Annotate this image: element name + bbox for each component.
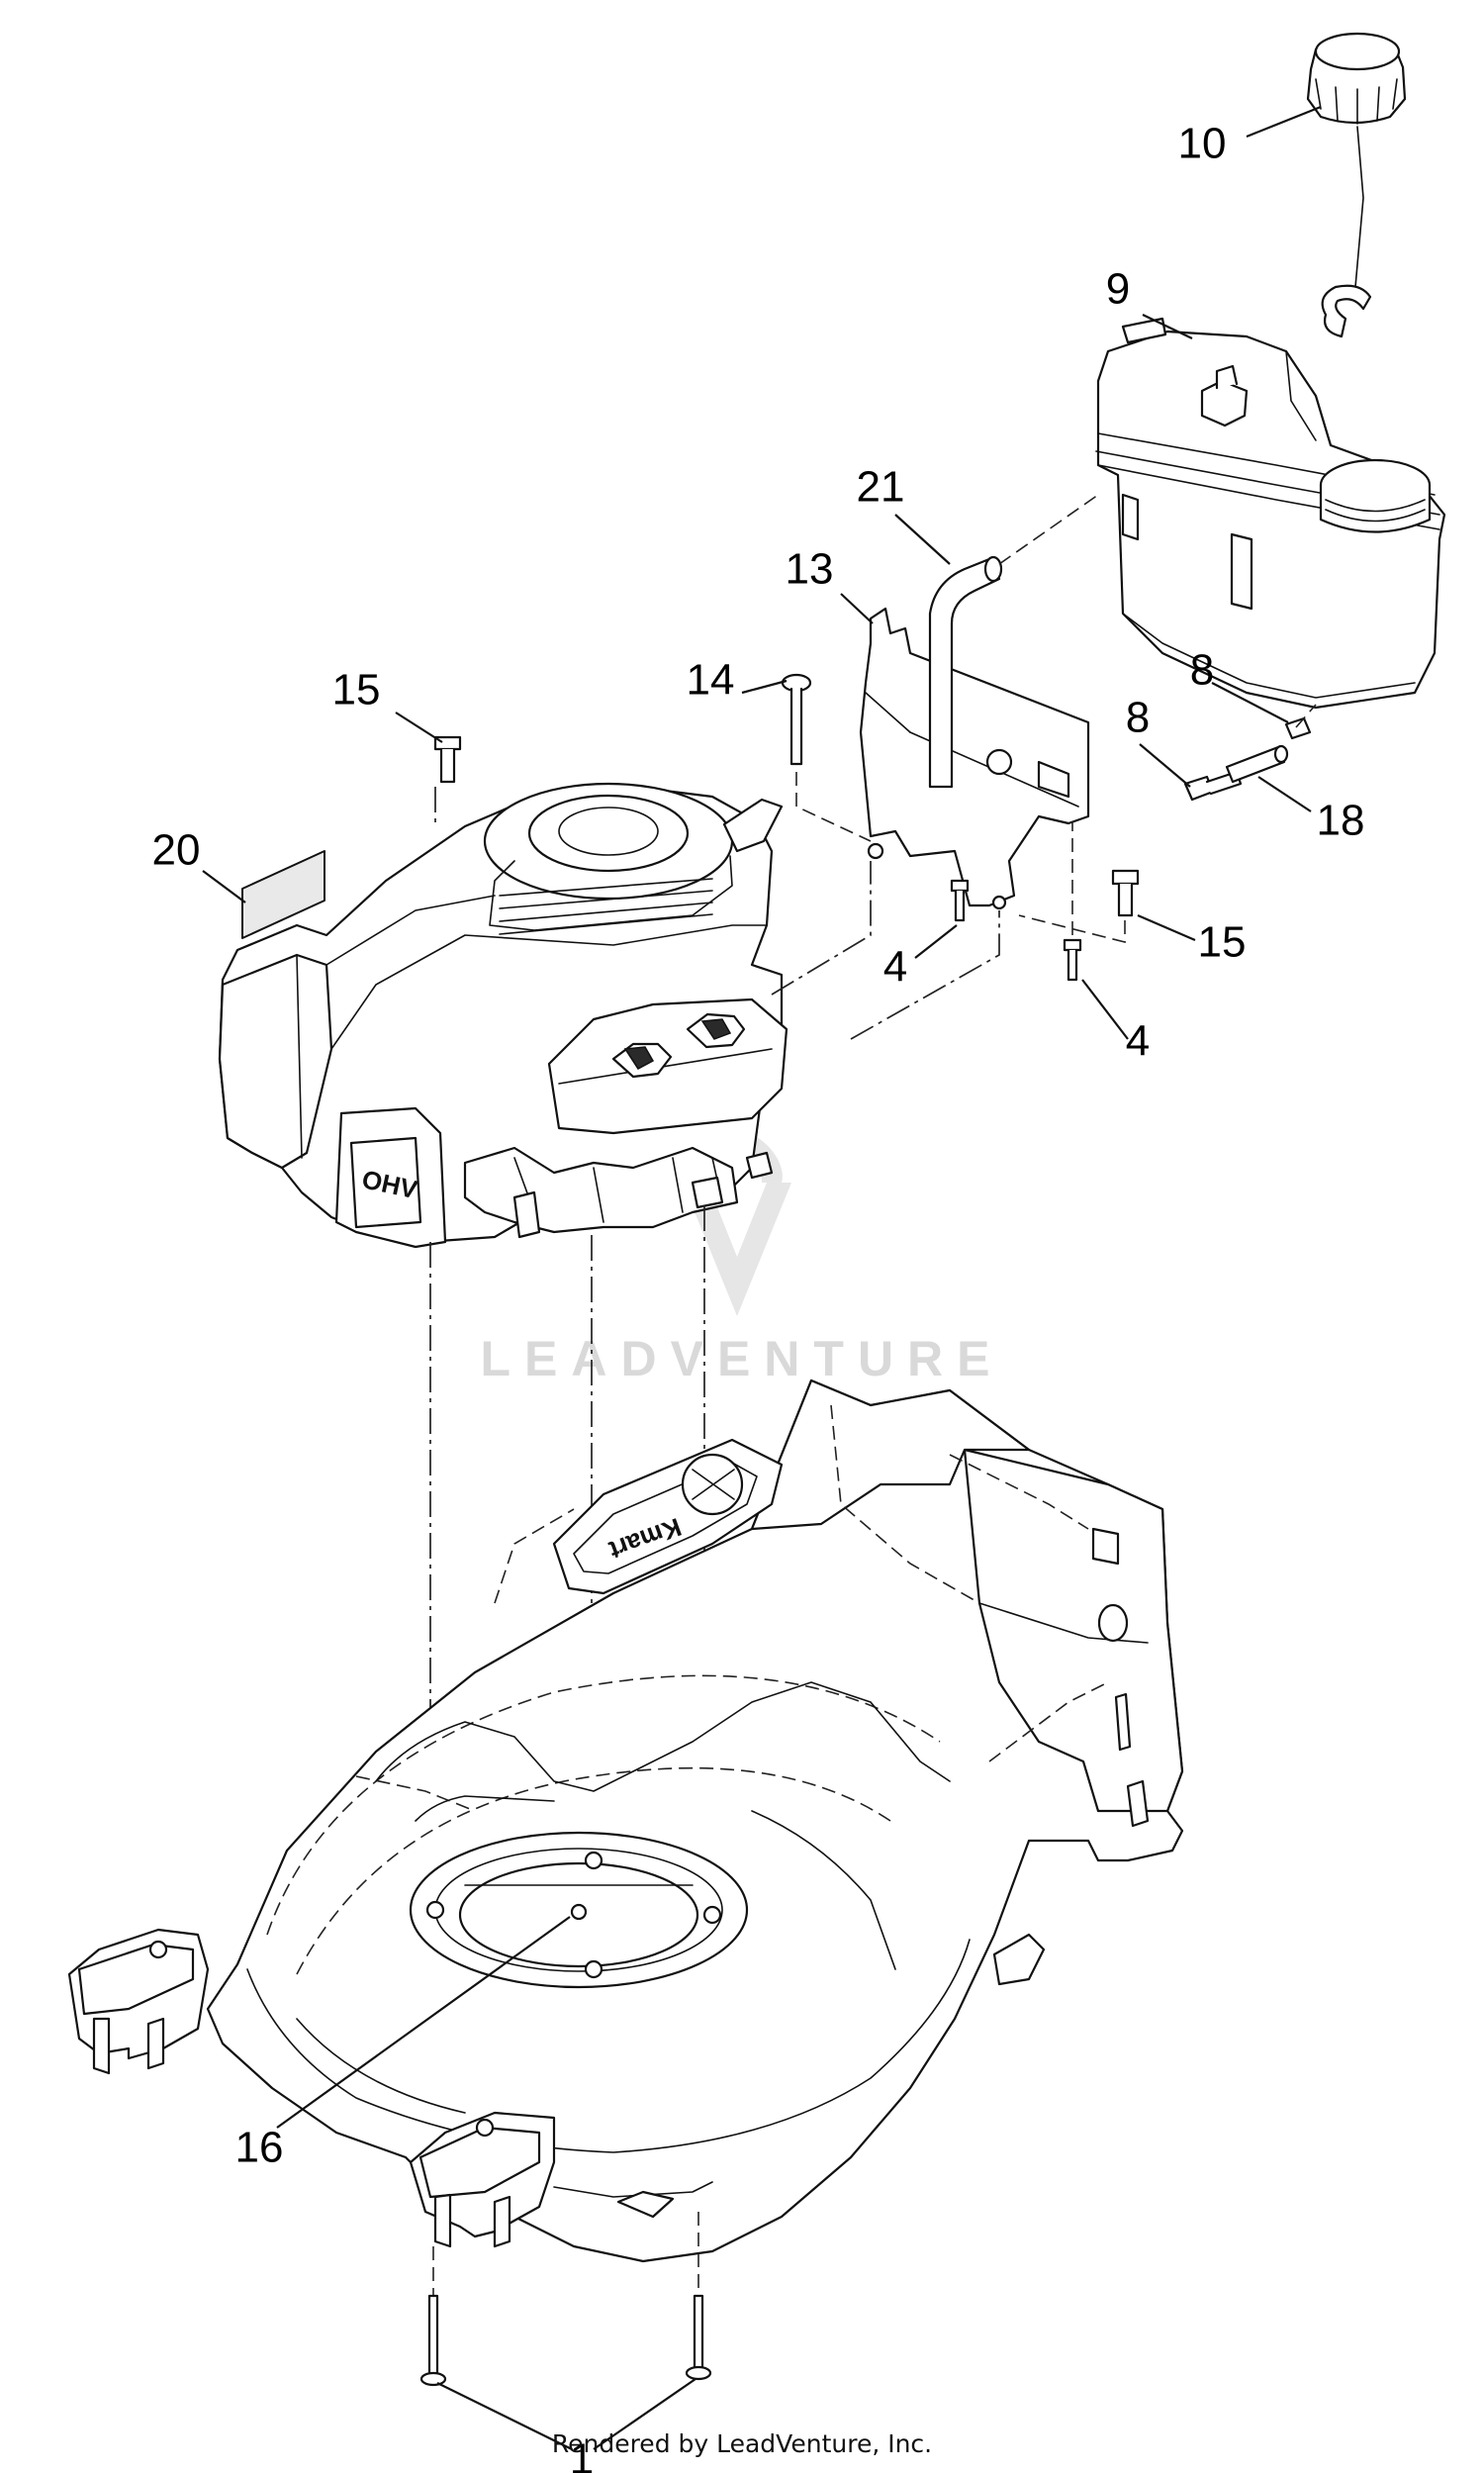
fuel-line <box>928 494 1099 789</box>
decal-20 <box>241 850 325 939</box>
engine: OHV <box>218 782 788 1249</box>
fuel-tank <box>1095 317 1446 710</box>
fastener-8-left <box>1183 770 1243 802</box>
fastener-15-left <box>433 735 462 784</box>
callout-13: 13 <box>786 545 834 594</box>
bolt-14 <box>781 673 872 842</box>
callout-4-lower: 4 <box>1126 1017 1150 1066</box>
callout-15-right: 15 <box>1198 918 1247 967</box>
watermark-text: LEADVENTURE <box>480 1331 1003 1386</box>
callout-8-right: 8 <box>1190 646 1214 695</box>
fastener-4-lower <box>1063 821 1082 982</box>
spacer-18 <box>1225 704 1317 784</box>
mower-deck: Kmart <box>67 1379 1184 2263</box>
callout-4-upper: 4 <box>883 943 907 992</box>
callout-15-left: 15 <box>332 666 381 714</box>
callout-labels: 10 9 21 13 14 15 8 8 18 20 15 4 4 16 1 <box>152 120 1365 2473</box>
callout-20: 20 <box>152 826 201 875</box>
deck-bolt-right <box>685 2212 712 2381</box>
deck-bolt-left <box>419 2246 447 2387</box>
callout-9: 9 <box>1106 265 1130 314</box>
callout-10: 10 <box>1178 120 1227 168</box>
callout-21: 21 <box>857 463 905 512</box>
tank-bracket <box>859 607 1090 910</box>
callout-18: 18 <box>1317 797 1365 845</box>
render-credit: Rendered by LeadVenture, Inc. <box>551 2429 933 2458</box>
callout-1: 1 <box>570 2435 594 2473</box>
fuel-cap <box>1306 32 1407 338</box>
callout-14: 14 <box>687 656 735 705</box>
fastener-8-right <box>1284 716 1312 740</box>
callout-16: 16 <box>235 2124 284 2172</box>
callout-8-left: 8 <box>1126 694 1150 742</box>
leader-lines <box>202 105 1322 2450</box>
fastener-4-upper <box>950 879 970 922</box>
assembly-lines-upper <box>434 787 1000 1040</box>
fastener-15-right <box>1018 869 1140 944</box>
